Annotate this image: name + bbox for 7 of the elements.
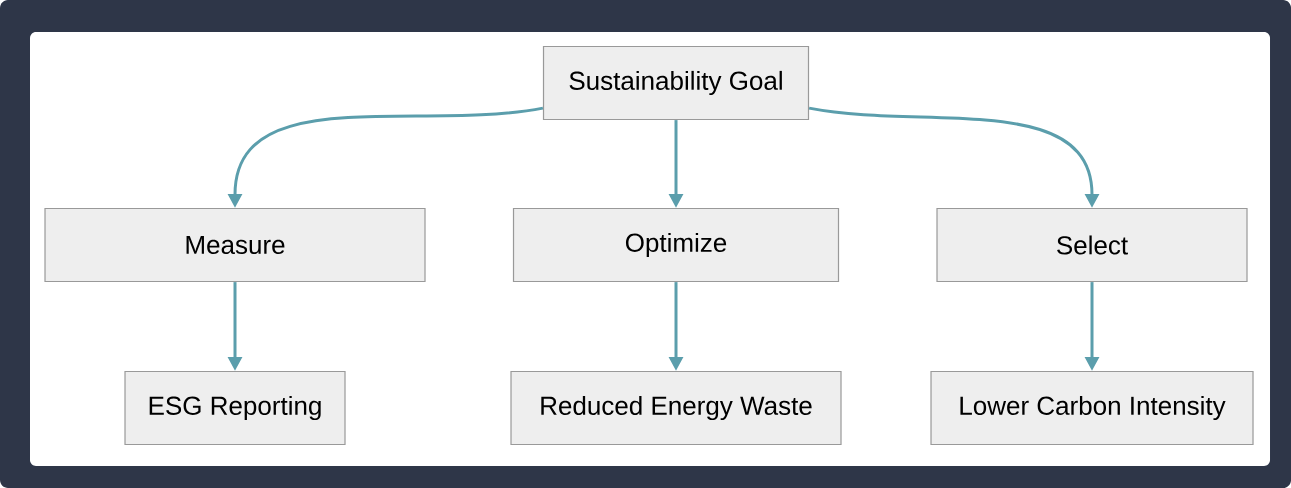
- process-box: Sustainability Goal: [542, 45, 810, 121]
- process-box: Lower Carbon Intensity: [930, 370, 1254, 446]
- process-box: Select: [936, 207, 1248, 283]
- process-box: Optimize: [512, 207, 840, 283]
- process-box: Reduced Energy Waste: [510, 370, 842, 446]
- process-box: Measure: [44, 207, 426, 283]
- process-box: ESG Reporting: [124, 370, 346, 446]
